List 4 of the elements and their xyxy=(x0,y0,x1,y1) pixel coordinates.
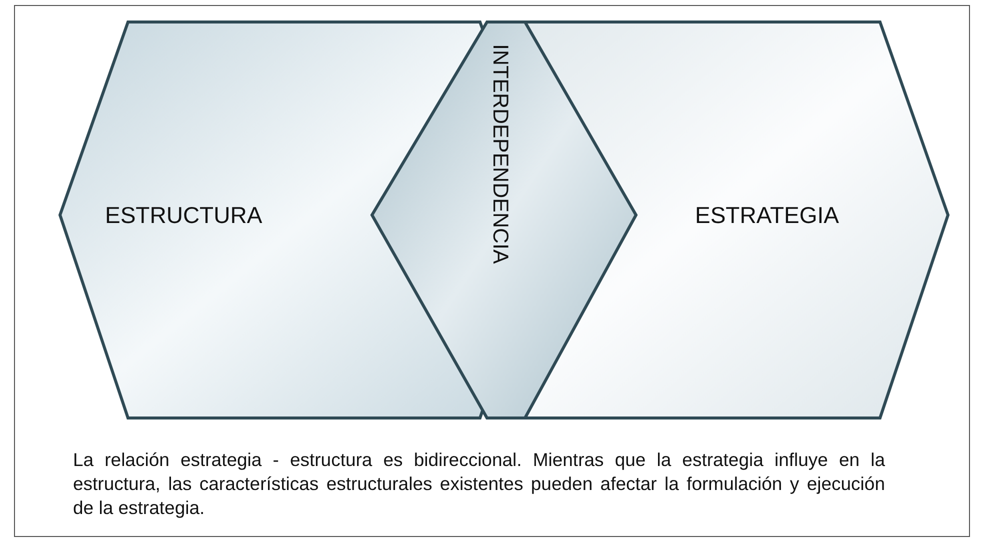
caption: La relación estrategia - estructura es bidireccional. Mientras que la estrategia influye en la estructura, las características estructurales existentes pueden afectar la formulación y ejecución de la estrategia. xyxy=(73,448,885,520)
shape-label: ESTRUCTURA xyxy=(105,202,262,229)
shape-label: ESTRATEGIA xyxy=(695,202,839,229)
shape-label: INTERDEPENDENCIA xyxy=(489,44,510,264)
